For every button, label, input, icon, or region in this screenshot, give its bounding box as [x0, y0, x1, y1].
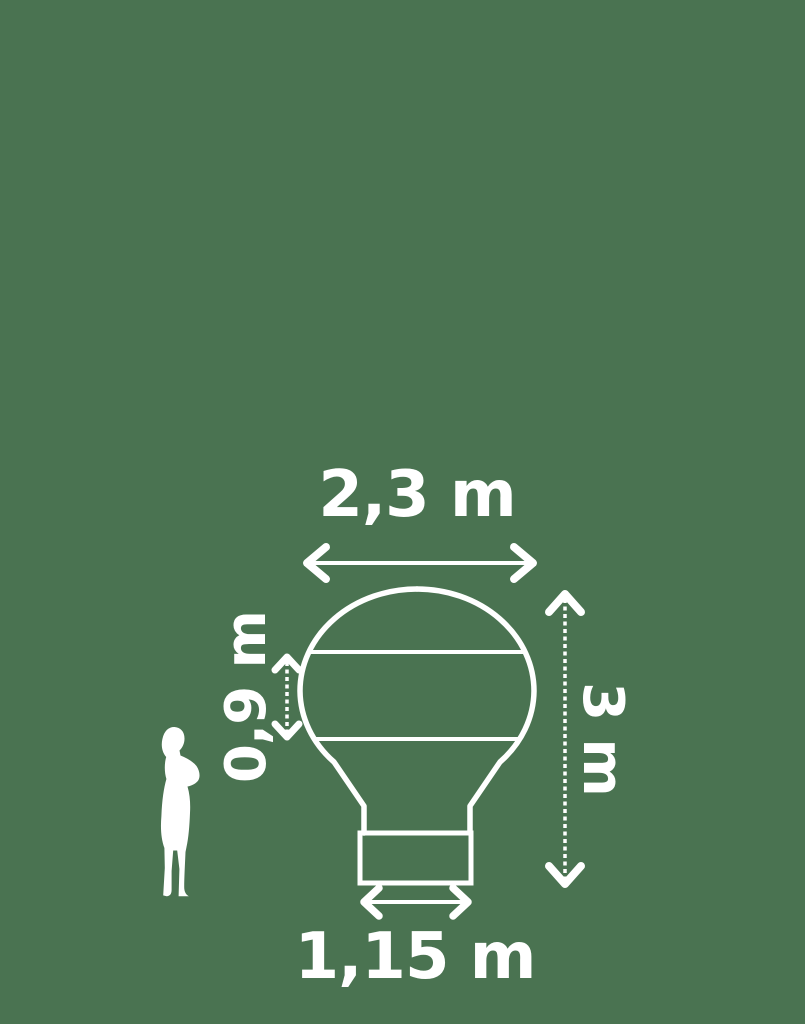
balloon-envelope-outline [297, 586, 537, 836]
height-dimension-label: 3 m [570, 682, 635, 796]
height-arrow [545, 590, 585, 888]
width-dimension-label: 2,3 m [318, 458, 516, 532]
band-dimension-label: 0,9 m [214, 610, 279, 784]
base-width-dimension-label: 1,15 m [294, 920, 537, 994]
balloon-base-outline [357, 830, 474, 886]
width-arrow [303, 543, 537, 583]
person-silhouette [160, 726, 200, 897]
base-width-arrow [360, 884, 472, 920]
band-arrow [271, 653, 303, 741]
